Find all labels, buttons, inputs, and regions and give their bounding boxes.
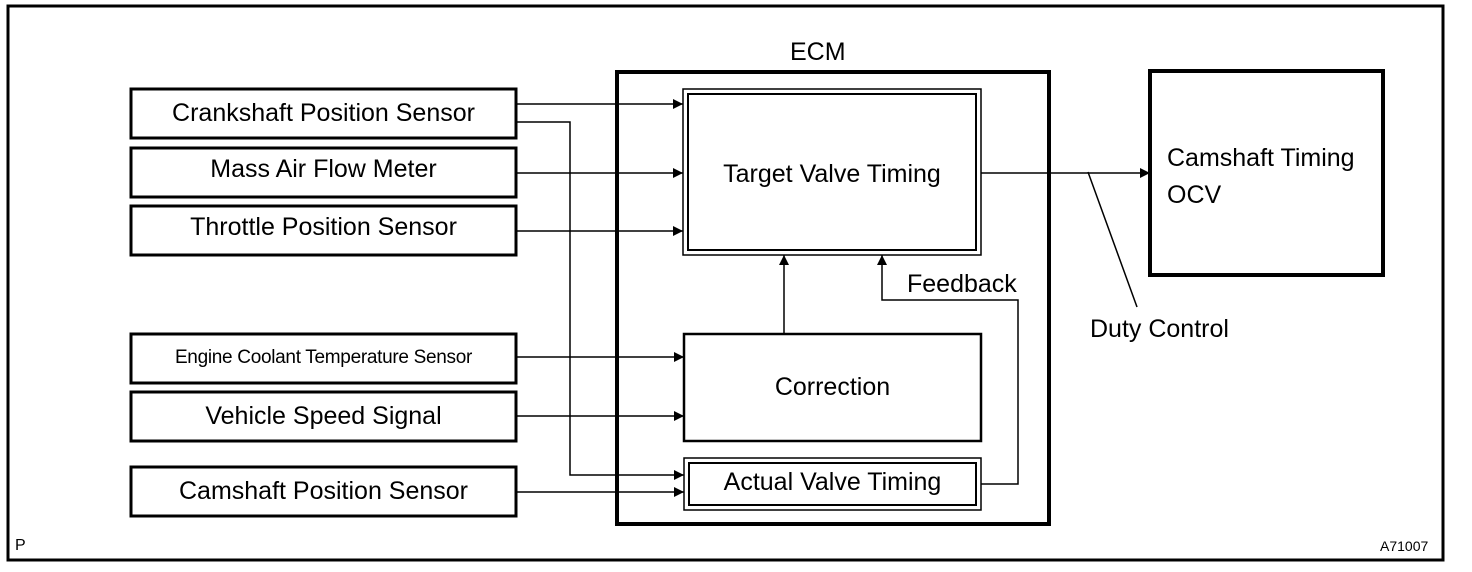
- actual-valve-timing-box-inner: [688, 462, 977, 506]
- correction-box: [682, 332, 983, 443]
- sensor-label-throttle: Throttle Position Sensor: [190, 213, 457, 241]
- correction-label: Correction: [774, 373, 891, 401]
- corner-label-p: P: [15, 537, 26, 554]
- outer-frame: [6, 4, 1445, 562]
- target-valve-timing-box-inner: [687, 93, 977, 251]
- ocv-label-line1: Camshaft Timing: [1167, 144, 1355, 172]
- duty-control-leader: [1087, 171, 1138, 308]
- sensor-box-crankshaft: [129, 87, 518, 140]
- sensor-label-camshaft: Camshaft Position Sensor: [178, 477, 469, 505]
- duty-control-label: Duty Control: [1090, 315, 1229, 343]
- sensor-label-coolant: Engine Coolant Temperature Sensor: [174, 347, 473, 368]
- target-valve-timing-label: Target Valve Timing: [723, 160, 941, 188]
- arrow-crankshaft-to-actual: [516, 121, 684, 480]
- figure-code: A71007: [1380, 538, 1429, 554]
- sensor-label-maf: Mass Air Flow Meter: [210, 155, 437, 183]
- actual-valve-timing-label: Actual Valve Timing: [723, 467, 942, 496]
- sensor-box-coolant: [129, 332, 518, 385]
- sensor-label-crankshaft: Crankshaft Position Sensor: [172, 99, 475, 127]
- sensor-label-vehicle-speed: Vehicle Speed Signal: [205, 402, 442, 430]
- ecm-box: [615, 70, 1051, 526]
- ocv-label-line2: OCV: [1167, 181, 1222, 209]
- arrow-feedback-to-target: [877, 255, 1019, 485]
- feedback-label: Feedback: [907, 270, 1017, 298]
- ocv-box: [1148, 69, 1385, 277]
- target-valve-timing-box: [682, 88, 982, 256]
- ecm-title: ECM: [790, 38, 846, 66]
